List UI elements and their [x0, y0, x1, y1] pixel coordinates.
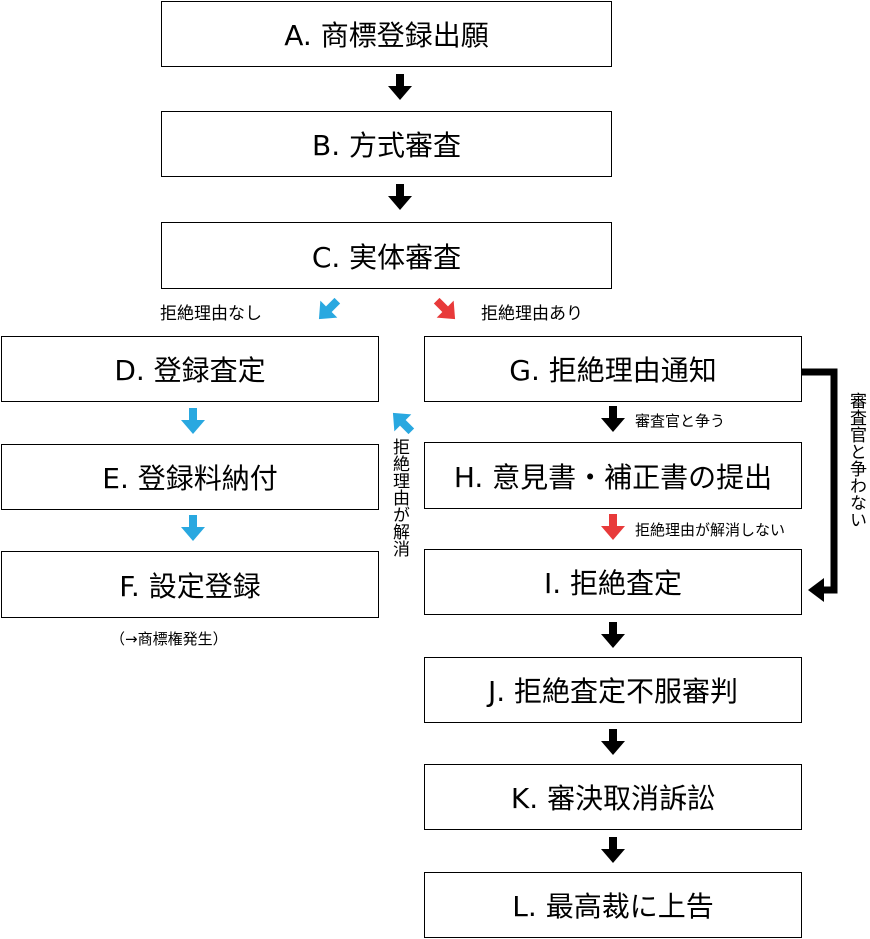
- arrow-d-to-e: [181, 408, 205, 434]
- label-no-contest-vertical: 審査官と争わない: [846, 392, 866, 528]
- box-h-opinion-amendment: H. 意見書・補正書の提出: [424, 442, 802, 509]
- box-a-application: A. 商標登録出願: [161, 1, 612, 67]
- arrow-c-to-g-diagonal: [428, 292, 464, 328]
- box-f-registration: F. 設定登録: [1, 551, 379, 618]
- label-has-refusal-reason: 拒絶理由あり: [481, 304, 583, 324]
- arrow-c-to-d-diagonal: [310, 292, 346, 328]
- box-c-substantive-examination: C. 実体審査: [161, 222, 612, 289]
- box-k-lawsuit: K. 審決取消訴訟: [424, 764, 802, 830]
- label-not-resolved: 拒絶理由が解消しない: [635, 521, 786, 539]
- arrow-b-to-c: [388, 184, 412, 210]
- arrow-j-to-k: [601, 729, 625, 755]
- box-d-registration-decision: D. 登録査定: [1, 336, 379, 402]
- arrow-h-to-i: [601, 514, 625, 540]
- box-e-registration-fee: E. 登録料納付: [1, 444, 379, 510]
- label-no-refusal-reason: 拒絶理由なし: [160, 304, 262, 324]
- arrow-g-to-h: [601, 406, 625, 432]
- arrow-i-to-j: [601, 622, 625, 648]
- box-b-formal-examination: B. 方式審査: [161, 111, 612, 177]
- arrow-resolved-to-d: [384, 404, 420, 440]
- arrow-a-to-b: [388, 74, 412, 100]
- arrow-k-to-l: [601, 837, 625, 863]
- box-l-supreme-court: L. 最高裁に上告: [424, 872, 802, 938]
- box-i-refusal-decision: I. 拒絶査定: [424, 549, 802, 615]
- label-resolved-vertical: 拒絶理由が解消: [389, 438, 409, 557]
- box-g-refusal-notice: G. 拒絶理由通知: [424, 336, 802, 402]
- label-trademark-right: （→商標権発生）: [110, 630, 228, 648]
- arrow-g-to-i-bracket: [802, 368, 838, 602]
- arrow-e-to-f: [181, 515, 205, 541]
- label-contest-examiner: 審査官と争う: [635, 412, 726, 430]
- box-j-appeal: J. 拒絶査定不服審判: [424, 657, 802, 723]
